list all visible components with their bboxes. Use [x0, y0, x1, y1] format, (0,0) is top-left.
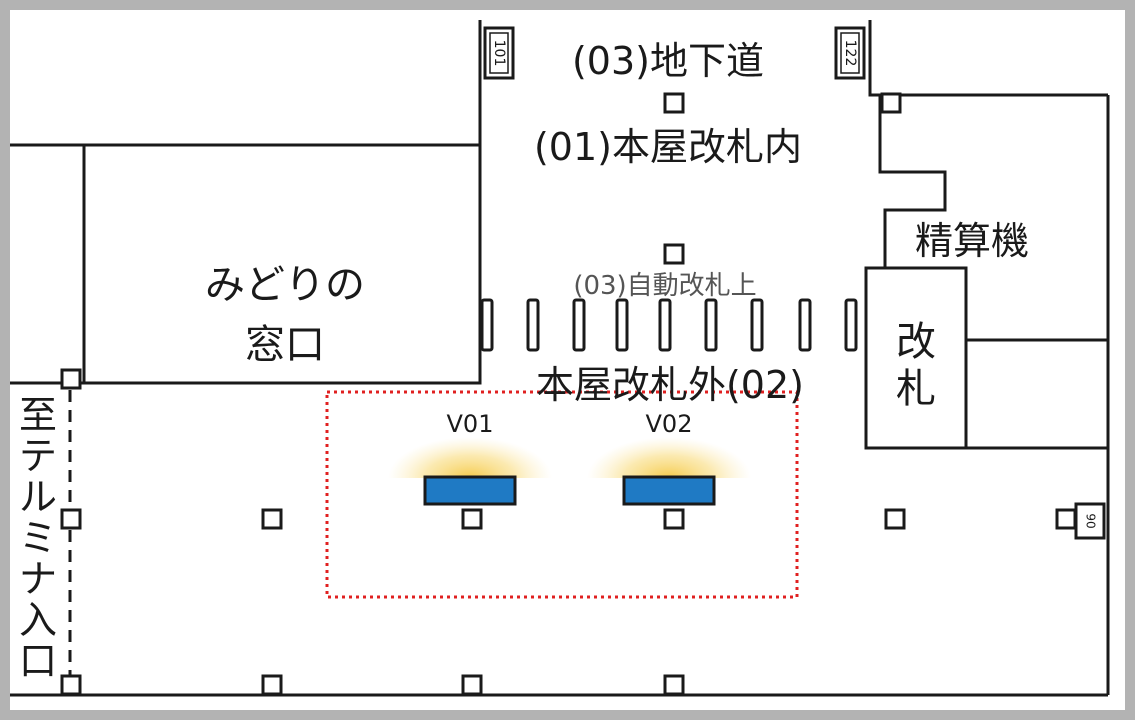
signal-glow — [587, 396, 751, 478]
columns — [60, 92, 1077, 696]
label-outside-gate: 本屋改札外(02) — [536, 363, 804, 407]
label-underpass: (03)地下道 — [572, 39, 764, 83]
walls — [10, 20, 1110, 697]
ticket-gate — [480, 298, 494, 352]
column — [663, 243, 685, 265]
exit-sign-90: 90 — [1074, 502, 1106, 540]
label-gate-char1: 改 — [896, 319, 936, 365]
label-midori-line1: みどりの — [205, 262, 365, 308]
device-v01[interactable]: V01 — [388, 396, 552, 506]
ticket-gate — [844, 298, 858, 352]
ticket-gates — [480, 298, 858, 352]
column — [60, 368, 82, 390]
label-midori-line2: 窓口 — [245, 322, 325, 368]
column — [663, 92, 685, 114]
ticket-gate — [615, 298, 629, 352]
ticket-gate — [798, 298, 812, 352]
ticket-gate — [750, 298, 764, 352]
column — [663, 674, 685, 696]
ticket-gate — [704, 298, 718, 352]
column — [461, 674, 483, 696]
label-inside-gate: (01)本屋改札内 — [534, 125, 802, 169]
exit-sign-label: 122 — [842, 40, 858, 67]
column — [60, 508, 82, 530]
label-gate-char2: 札 — [896, 366, 936, 412]
column — [880, 92, 902, 114]
label-terminal-entrance: 至テルミナ入口 — [19, 393, 57, 683]
device-label: V01 — [447, 410, 494, 438]
device-marker[interactable] — [423, 475, 517, 506]
device-label: V02 — [646, 410, 693, 438]
ticket-gate — [658, 298, 672, 352]
column — [60, 674, 82, 696]
column — [663, 508, 685, 530]
exit-sign-101: 101 — [483, 26, 515, 80]
ticket-gate — [526, 298, 540, 352]
signal-glow — [388, 396, 552, 478]
label-fare-adjustment: 精算機 — [915, 219, 1029, 263]
column — [261, 508, 283, 530]
column — [1055, 508, 1077, 530]
label-auto-gate: (03)自動改札上 — [573, 271, 756, 301]
column — [884, 508, 906, 530]
exit-sign-label: 101 — [491, 40, 507, 67]
exit-sign-122: 122 — [834, 26, 866, 80]
ticket-gate — [572, 298, 586, 352]
device-marker[interactable] — [622, 475, 716, 506]
device-v02[interactable]: V02 — [587, 396, 751, 506]
column — [261, 674, 283, 696]
highlighted-zone — [325, 390, 799, 599]
exit-sign-label: 90 — [1084, 513, 1098, 528]
column — [461, 508, 483, 530]
